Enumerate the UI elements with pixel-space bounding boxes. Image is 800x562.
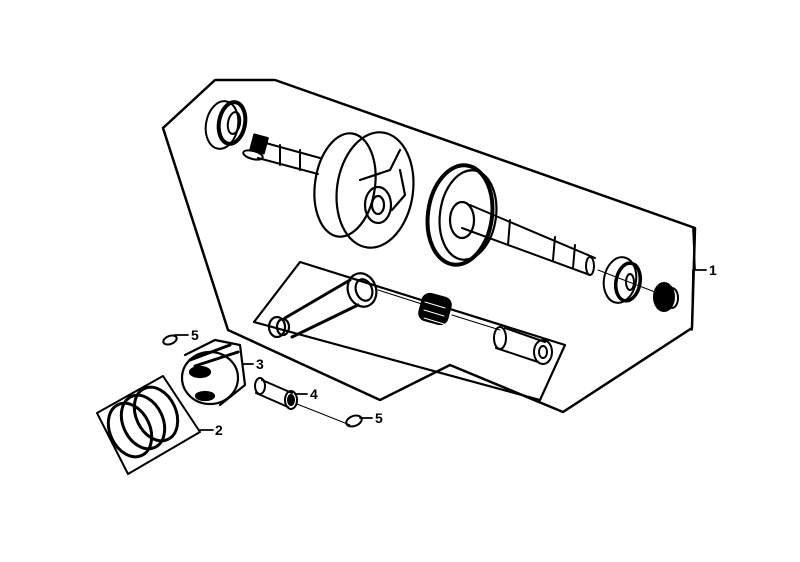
callout-5-left: 5 (191, 327, 199, 343)
crankshaft-right-shaft (461, 204, 596, 276)
callout-2: 2 (215, 422, 223, 438)
crank-pin (493, 326, 553, 365)
piston-pin (254, 377, 298, 410)
callout-4: 4 (310, 386, 318, 402)
piston-pin-clip-right (345, 414, 363, 428)
leader-lines (174, 227, 707, 431)
connecting-rod-group-outline (252, 260, 567, 402)
callout-5-right: 5 (375, 410, 383, 426)
piston-pin-clip-left (162, 334, 178, 346)
left-crank-web (313, 131, 415, 249)
right-crank-web (425, 163, 498, 267)
piston (180, 338, 247, 407)
piston-rings (106, 385, 180, 459)
needle-bearing (418, 292, 452, 326)
right-bearing (602, 256, 643, 304)
connecting-rod (267, 272, 378, 339)
crankshaft-group-outline (161, 78, 697, 414)
drive-gear (653, 282, 679, 312)
left-bearing (204, 100, 248, 150)
callout-3: 3 (256, 356, 264, 372)
callout-1: 1 (709, 262, 717, 278)
piston-ring-box (96, 375, 201, 475)
crankshaft-left-shaft (249, 133, 321, 175)
